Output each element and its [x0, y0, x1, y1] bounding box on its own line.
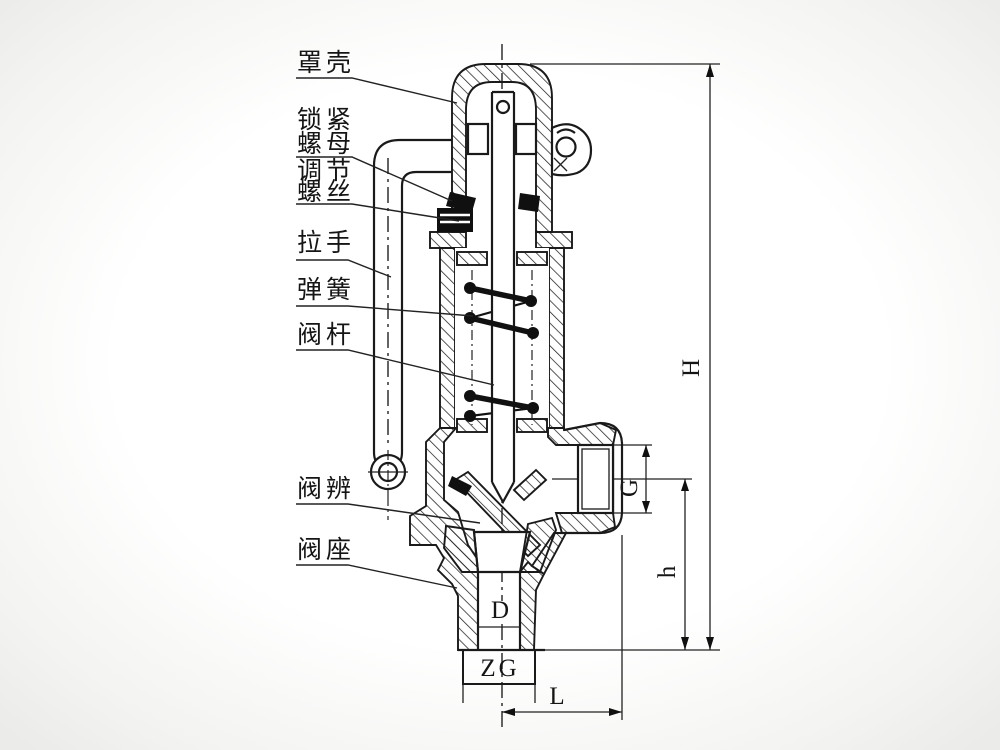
outlet-threaded-bore — [576, 443, 615, 515]
spring-seat-upper — [456, 251, 488, 266]
dim-H-label: H — [678, 359, 705, 377]
label-adjusting-screw-line1: 调节 — [297, 157, 355, 185]
label-adjusting-screw-line2: 螺丝 — [297, 178, 355, 206]
label-handle: 拉手 — [297, 229, 355, 257]
label-lock-nut-line1: 锁紧 — [297, 106, 355, 134]
dim-G-label: G — [616, 479, 643, 497]
handle-lever — [368, 138, 452, 520]
inlet-bore: D — [476, 572, 522, 650]
inlet-thread-stub: ZG — [462, 649, 536, 685]
lever-ear — [550, 123, 593, 177]
valve-seat-part — [443, 516, 558, 574]
label-cover-shell: 罩壳 — [297, 49, 355, 77]
label-valve-stem: 阀杆 — [297, 321, 355, 349]
body-wall-lower-right — [519, 560, 546, 651]
spring-part — [464, 282, 539, 422]
valve-stem-part — [466, 90, 538, 482]
dim-ZG-label: ZG — [480, 655, 519, 682]
bonnet-flange-left — [429, 231, 467, 249]
label-spring: 弹簧 — [297, 276, 355, 304]
dim-D-label: D — [491, 597, 509, 624]
label-lock-nut-line2: 螺母 — [297, 130, 355, 158]
spring-seat-lower-r — [516, 418, 548, 433]
valve-cross-section: D ZG — [368, 63, 624, 685]
dim-h-label: h — [654, 565, 681, 578]
label-valve-disc: 阀辨 — [297, 475, 355, 503]
spring-housing-wall-left — [439, 247, 456, 429]
spring-seat-upper-r — [516, 251, 548, 266]
outlet-thread-line — [581, 448, 610, 510]
spring-housing-wall-right — [548, 247, 565, 429]
outlet-wall-bottom — [554, 512, 617, 534]
lock-nut-part — [446, 192, 540, 212]
bonnet-flange-right — [535, 231, 573, 249]
part-labels: 罩壳 锁紧 螺母 调节 螺丝 拉手 弹簧 阀杆 阀辨 阀座 — [296, 49, 495, 589]
label-valve-seat: 阀座 — [297, 536, 355, 564]
dim-L-label: L — [549, 683, 564, 710]
dim-D-backing — [488, 601, 512, 621]
